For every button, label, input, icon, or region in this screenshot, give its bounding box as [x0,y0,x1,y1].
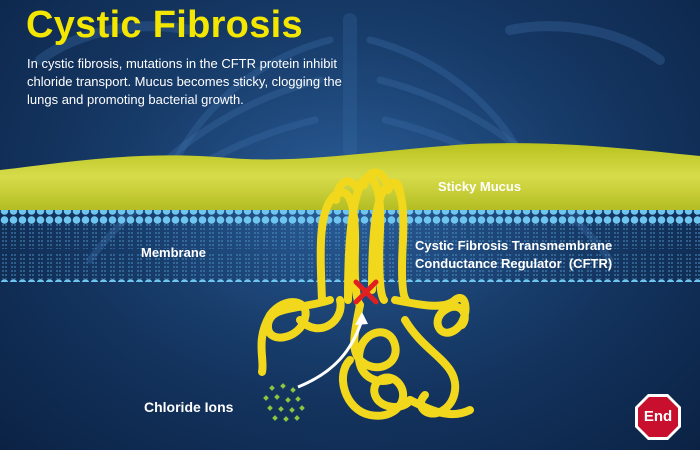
cftr-label-line-1: Cystic Fibrosis Transmembrane [415,238,613,253]
chloride-ions [263,383,305,422]
page-title: Cystic Fibrosis [26,4,303,46]
cftr-label: Cystic Fibrosis Transmembrane Conductanc… [415,237,612,273]
red-x-icon [353,279,379,305]
intro-text: In cystic fibrosis, mutations in the CFT… [27,56,342,107]
membrane-label: Membrane [141,245,207,260]
stop-sign-icon [635,394,681,440]
sticky-mucus-layer [0,143,700,210]
end-button-label: End [643,408,673,425]
chloride-ions-label: Chloride Ions [144,399,234,415]
curved-arrow-icon [297,312,368,389]
end-button[interactable]: End [634,393,682,441]
cftr-label-line-2: Conductance Regulator (CFTR) [415,256,613,271]
sticky-mucus-label: Sticky Mucus [438,179,522,194]
